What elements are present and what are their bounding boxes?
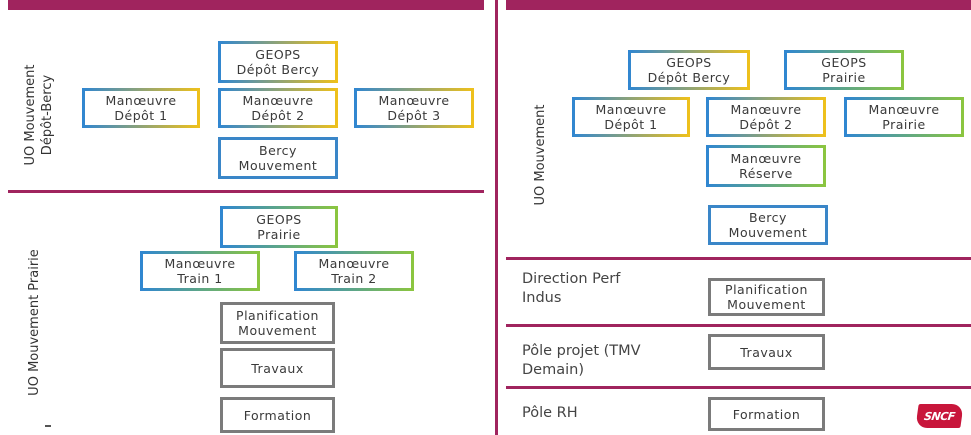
left-geops-depot-bercy-box: GEOPS Dépôt Bercy (218, 41, 338, 83)
left-geops-prairie-box: GEOPS Prairie (220, 206, 338, 248)
right-manoeuvre-reserve-box: Manœuvre Réserve (706, 145, 826, 187)
left-manoeuvre-train2-box: Manœuvre Train 2 (294, 251, 414, 291)
right-manoeuvre-depot1-box: Manœuvre Dépôt 1 (572, 97, 690, 137)
right-top-bar (506, 0, 971, 10)
right-divider-1 (506, 257, 971, 260)
right-geops-depot-bercy-box: GEOPS Dépôt Bercy (628, 50, 750, 90)
right-divider-3 (506, 386, 971, 389)
left-manoeuvre-depot3-box: Manœuvre Dépôt 3 (354, 88, 474, 128)
sncf-logo: SNCF (915, 404, 964, 428)
left-planification-mouvement-box: Planification Mouvement (220, 302, 335, 344)
right-section1-label: UO Mouvement (533, 104, 548, 206)
right-bercy-mouvement-box: Bercy Mouvement (708, 205, 828, 245)
right-divider-2 (506, 324, 971, 327)
right-direction-label: Direction Perf Indus (522, 271, 621, 306)
right-manoeuvre-depot2-box: Manœuvre Dépôt 2 (706, 97, 826, 137)
left-manoeuvre-train1-box: Manœuvre Train 1 (140, 251, 260, 291)
left-manoeuvre-depot2-box: Manœuvre Dépôt 2 (218, 88, 338, 128)
left-travaux-box: Travaux (220, 348, 335, 388)
left-manoeuvre-depot1-box: Manœuvre Dépôt 1 (82, 88, 200, 128)
right-formation-box: Formation (708, 397, 825, 431)
left-formation-box: Formation (220, 397, 335, 433)
left-section-divider (8, 190, 484, 193)
panel-divider (495, 0, 498, 435)
right-geops-prairie-box: GEOPS Prairie (784, 50, 904, 90)
right-travaux-box: Travaux (708, 334, 825, 370)
right-pole-rh-label: Pôle RH (522, 405, 578, 421)
left-bercy-mouvement-box: Bercy Mouvement (218, 137, 338, 179)
right-pole-projet-label: Pôle projet (TMV Demain) (522, 343, 641, 378)
right-planification-mouvement-box: Planification Mouvement (708, 278, 825, 316)
left-section1-label: UO Mouvement Dépôt-Bercy (23, 64, 55, 166)
right-manoeuvre-prairie-box: Manœuvre Prairie (844, 97, 964, 137)
left-dash-mark (45, 425, 51, 427)
left-top-bar (8, 0, 484, 10)
left-section2-label: UO Mouvement Prairie (27, 249, 42, 396)
